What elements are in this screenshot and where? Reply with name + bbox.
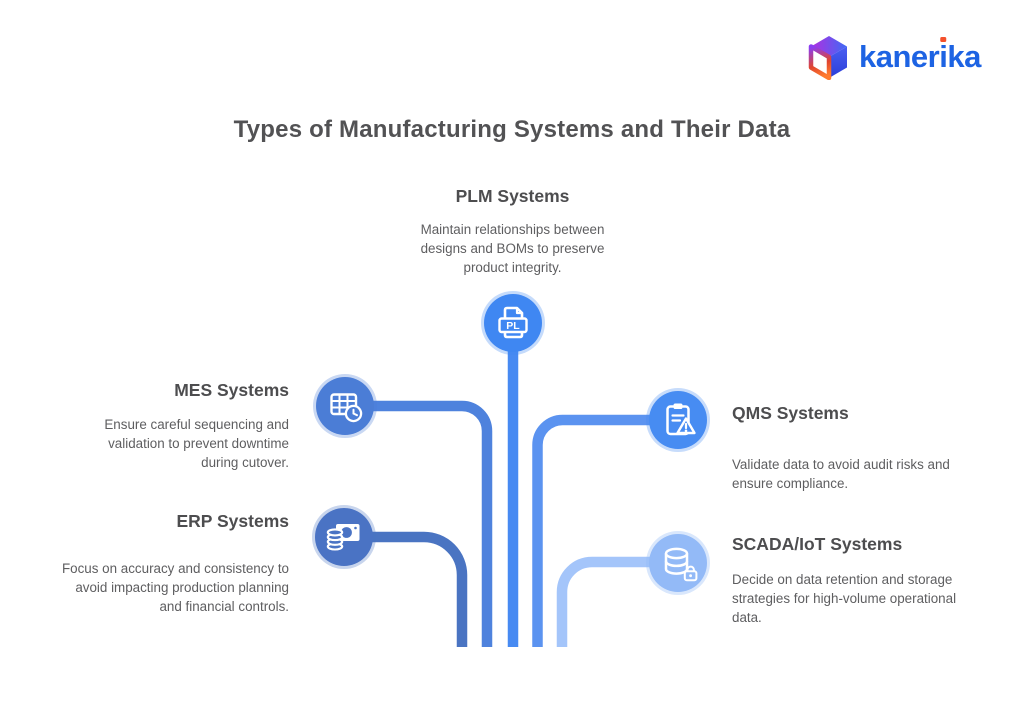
qms-title: QMS Systems	[732, 403, 849, 423]
plm-section: PLM Systems Maintain relationships betwe…	[405, 185, 620, 277]
plm-title: PLM Systems	[455, 186, 570, 206]
erp-section: ERP Systems Focus on accuracy and consis…	[57, 510, 289, 616]
scada-title: SCADA/IoT Systems	[732, 534, 903, 554]
mes-description: Ensure careful sequencing and validation…	[104, 417, 289, 470]
scada-description: Decide on data retention and storage str…	[732, 572, 957, 625]
mes-section: MES Systems Ensure careful sequencing an…	[79, 379, 289, 472]
mes-node	[316, 377, 374, 435]
money-coins-icon	[326, 524, 360, 551]
qms-description: Validate data to avoid audit risks and e…	[732, 457, 950, 491]
scada-section: SCADA/IoT Systems Decide on data retenti…	[732, 533, 960, 627]
scada-node	[649, 534, 707, 592]
brand-i-orange-dot: i	[939, 34, 948, 80]
mes-title: MES Systems	[174, 380, 289, 400]
database-lock-icon	[664, 547, 698, 582]
qms-node	[649, 391, 707, 449]
qms-section: QMS Systems Validate data to avoid audit…	[732, 402, 972, 493]
table-clock-icon	[330, 393, 363, 423]
erp-description: Focus on accuracy and consistency to avo…	[61, 561, 289, 614]
kanerika-cube-icon	[808, 36, 847, 80]
plm-description: Maintain relationships between designs a…	[420, 222, 605, 275]
clipboard-warning-icon	[666, 403, 696, 436]
erp-node	[315, 508, 373, 566]
erp-title: ERP Systems	[176, 511, 289, 531]
kanerika-logo: kanerika	[808, 34, 981, 80]
svg-text:PL: PL	[506, 320, 520, 332]
brand-wordmark: kanerika	[859, 34, 981, 80]
document-pl-icon: PL	[498, 306, 528, 339]
plm-node: PL	[484, 294, 542, 352]
page-title: Types of Manufacturing Systems and Their…	[233, 116, 791, 143]
